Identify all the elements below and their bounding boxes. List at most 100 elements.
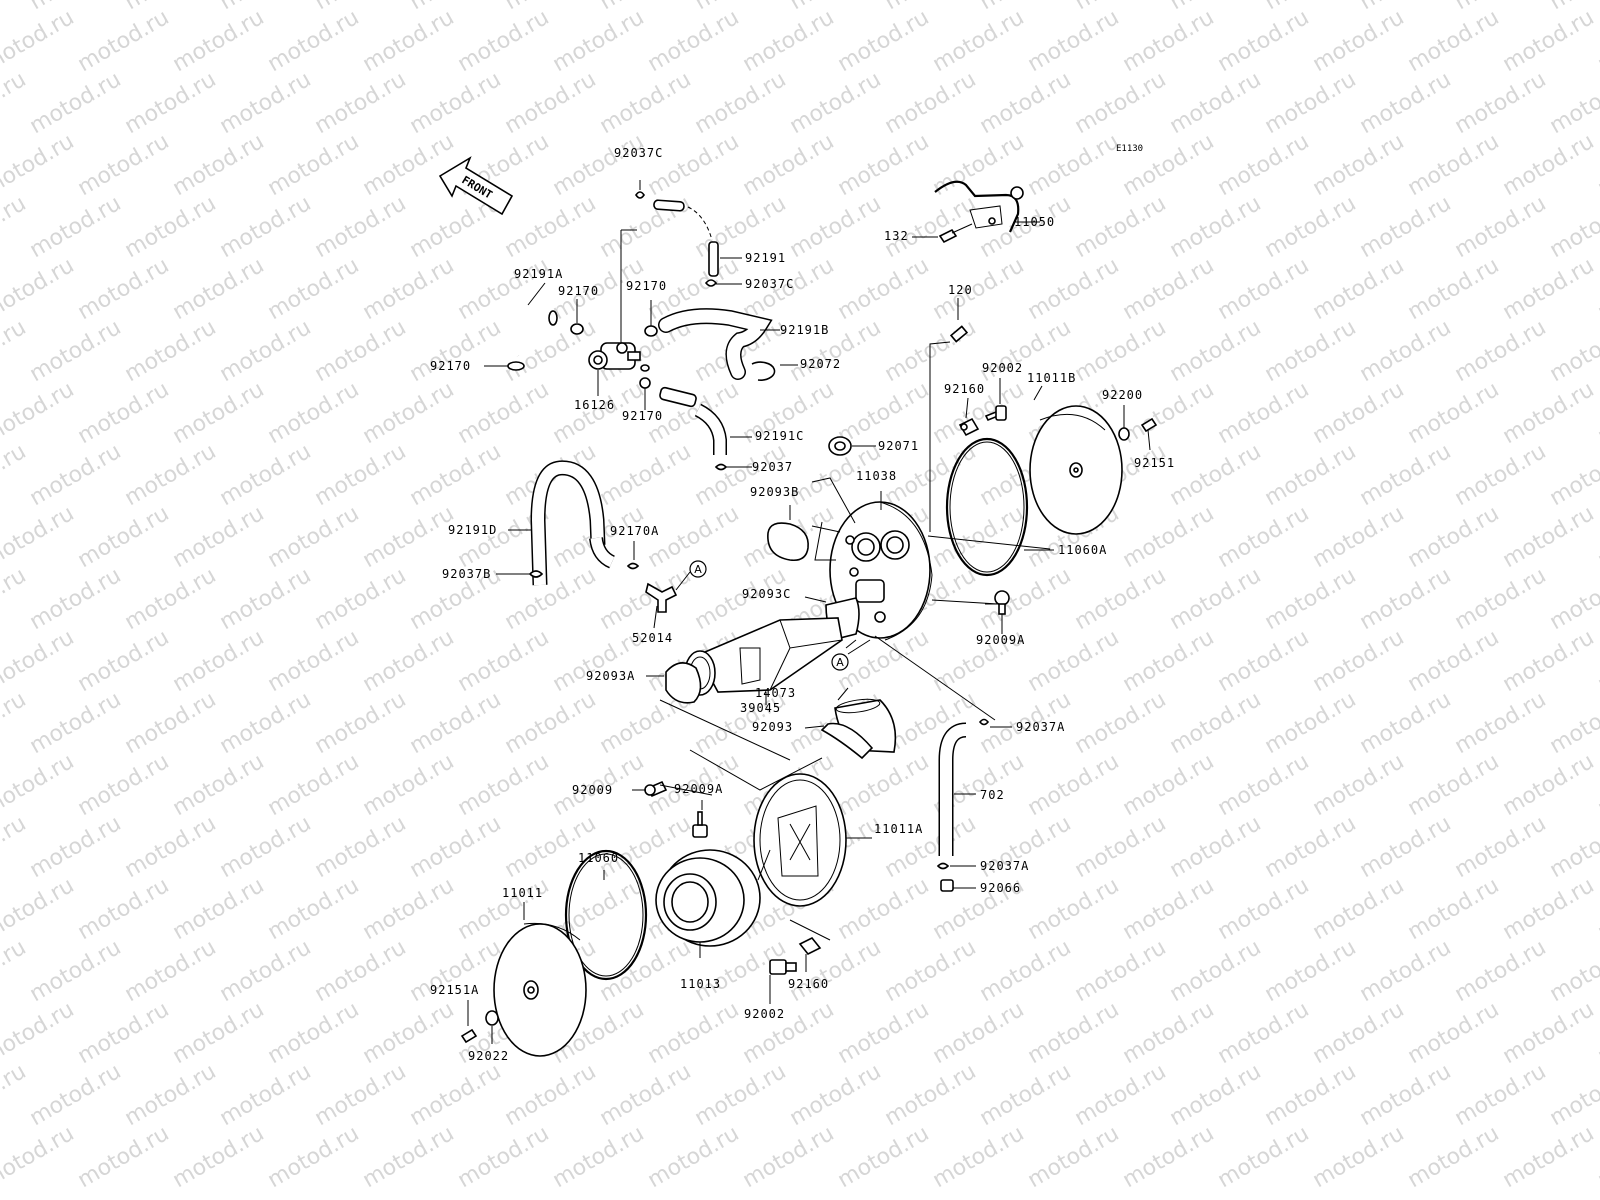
watermark-text: motod.ru: [264, 625, 364, 697]
watermark-text: motod.ru: [1594, 1121, 1600, 1193]
watermark-text: motod.ru: [311, 67, 411, 139]
watermark-text: motod.ru: [1451, 315, 1551, 387]
watermark-text: motod.ru: [406, 0, 506, 15]
part-label-132: 132: [884, 229, 909, 243]
watermark-text: motod.ru: [0, 129, 78, 201]
watermark-text: motod.ru: [1499, 873, 1599, 945]
watermark-text: motod.ru: [881, 0, 981, 15]
watermark-text: motod.ru: [1546, 687, 1600, 759]
watermark-text: motod.ru: [881, 935, 981, 1007]
watermark-text: motod.ru: [1071, 687, 1171, 759]
watermark-text: motod.ru: [0, 501, 78, 573]
watermark-text: motod.ru: [1356, 315, 1456, 387]
watermark-text: motod.ru: [1166, 563, 1266, 635]
watermark-text: motod.ru: [0, 935, 30, 1007]
watermark-text: motod.ru: [1499, 997, 1599, 1069]
watermark-text: motod.ru: [0, 439, 30, 511]
part-label-92009a: 92009A: [674, 782, 723, 796]
watermark-text: motod.ru: [1166, 811, 1266, 883]
watermark-text: motod.ru: [739, 129, 839, 201]
watermark-text: motod.ru: [1071, 1059, 1171, 1131]
watermark-text: motod.ru: [1451, 935, 1551, 1007]
watermark-text: motod.ru: [406, 67, 506, 139]
watermark-text: motod.ru: [311, 811, 411, 883]
watermark-text: motod.ru: [311, 439, 411, 511]
watermark-text: motod.ru: [169, 997, 269, 1069]
part-label-92170-b: 92170: [626, 279, 667, 293]
watermark-text: motod.ru: [454, 5, 554, 77]
watermark-text: motod.ru: [786, 935, 886, 1007]
watermark-text: motod.ru: [1546, 935, 1600, 1007]
watermark-text: motod.ru: [1451, 0, 1551, 15]
part-label-702: 702: [980, 788, 1005, 802]
watermark-text: motod.ru: [121, 1059, 221, 1131]
watermark-text: motod.ru: [1024, 625, 1124, 697]
watermark-text: motod.ru: [359, 253, 459, 325]
watermark-text: motod.ru: [26, 811, 126, 883]
watermark-text: motod.ru: [1214, 5, 1314, 77]
watermark-text: motod.ru: [1499, 253, 1599, 325]
watermark-text: motod.ru: [929, 997, 1029, 1069]
watermark-text: motod.ru: [169, 749, 269, 821]
watermark-text: motod.ru: [834, 129, 934, 201]
watermark-text: motod.ru: [1546, 1059, 1600, 1131]
watermark-text: motod.ru: [1404, 1121, 1504, 1193]
part-label-92093a: 92093A: [586, 669, 635, 683]
watermark-text: motod.ru: [264, 5, 364, 77]
watermark-text: motod.ru: [1499, 749, 1599, 821]
watermark-text: motod.ru: [216, 191, 316, 263]
watermark-text: motod.ru: [311, 563, 411, 635]
watermark-text: motod.ru: [311, 0, 411, 15]
watermark-text: motod.ru: [74, 377, 174, 449]
watermark-text: motod.ru: [1119, 253, 1219, 325]
part-label-92037c: 92037C: [745, 277, 794, 291]
watermark-text: motod.ru: [1214, 253, 1314, 325]
watermark-text: motod.ru: [1594, 501, 1600, 573]
watermark-text: motod.ru: [1404, 129, 1504, 201]
watermark-text: motod.ru: [169, 1121, 269, 1193]
watermark-text: motod.ru: [596, 67, 696, 139]
watermark-text: motod.ru: [834, 873, 934, 945]
watermark-text: motod.ru: [1261, 687, 1361, 759]
watermark-text: motod.ru: [1166, 687, 1266, 759]
watermark-text: motod.ru: [929, 501, 1029, 573]
part-label-92002: 92002: [744, 1007, 785, 1021]
watermark-text: motod.ru: [264, 253, 364, 325]
watermark-text: motod.ru: [1546, 67, 1600, 139]
part-label-92191: 92191: [745, 251, 786, 265]
watermark-text: motod.ru: [1261, 1059, 1361, 1131]
part-label-92170-a: 92170: [558, 284, 599, 298]
watermark-text: motod.ru: [501, 811, 601, 883]
part-label-92191d: 92191D: [448, 523, 497, 537]
watermark-text: motod.ru: [501, 191, 601, 263]
watermark-text: motod.ru: [169, 873, 269, 945]
watermark-text: motod.ru: [74, 501, 174, 573]
watermark-text: motod.ru: [1214, 501, 1314, 573]
watermark-text: motod.ru: [596, 0, 696, 15]
watermark-text: motod.ru: [1356, 1059, 1456, 1131]
watermark-text: motod.ru: [1214, 997, 1314, 1069]
watermark-text: motod.ru: [1356, 935, 1456, 1007]
watermark-text: motod.ru: [74, 749, 174, 821]
part-label-92022: 92022: [468, 1049, 509, 1063]
watermark-text: motod.ru: [1404, 253, 1504, 325]
watermark-text: motod.ru: [834, 5, 934, 77]
watermark-text: motod.ru: [1309, 377, 1409, 449]
watermark-text: motod.ru: [1356, 439, 1456, 511]
watermark-text: motod.ru: [1309, 749, 1409, 821]
watermark-text: motod.ru: [311, 935, 411, 1007]
watermark-text: motod.ru: [1119, 625, 1219, 697]
watermark-text: motod.ru: [976, 935, 1076, 1007]
part-label-92037a-top: 92037A: [1016, 720, 1065, 734]
watermark-text: motod.ru: [834, 1121, 934, 1193]
part-label-92151a: 92151A: [430, 983, 479, 997]
watermark-text: motod.ru: [264, 997, 364, 1069]
watermark-text: motod.ru: [1594, 873, 1600, 945]
watermark-text: motod.ru: [1214, 749, 1314, 821]
watermark-text: motod.ru: [1214, 377, 1314, 449]
watermark-text: motod.ru: [1404, 501, 1504, 573]
part-label-11011b: 11011B: [1027, 371, 1076, 385]
watermark-text: motod.ru: [1594, 377, 1600, 449]
watermark-text: motod.ru: [1499, 501, 1599, 573]
